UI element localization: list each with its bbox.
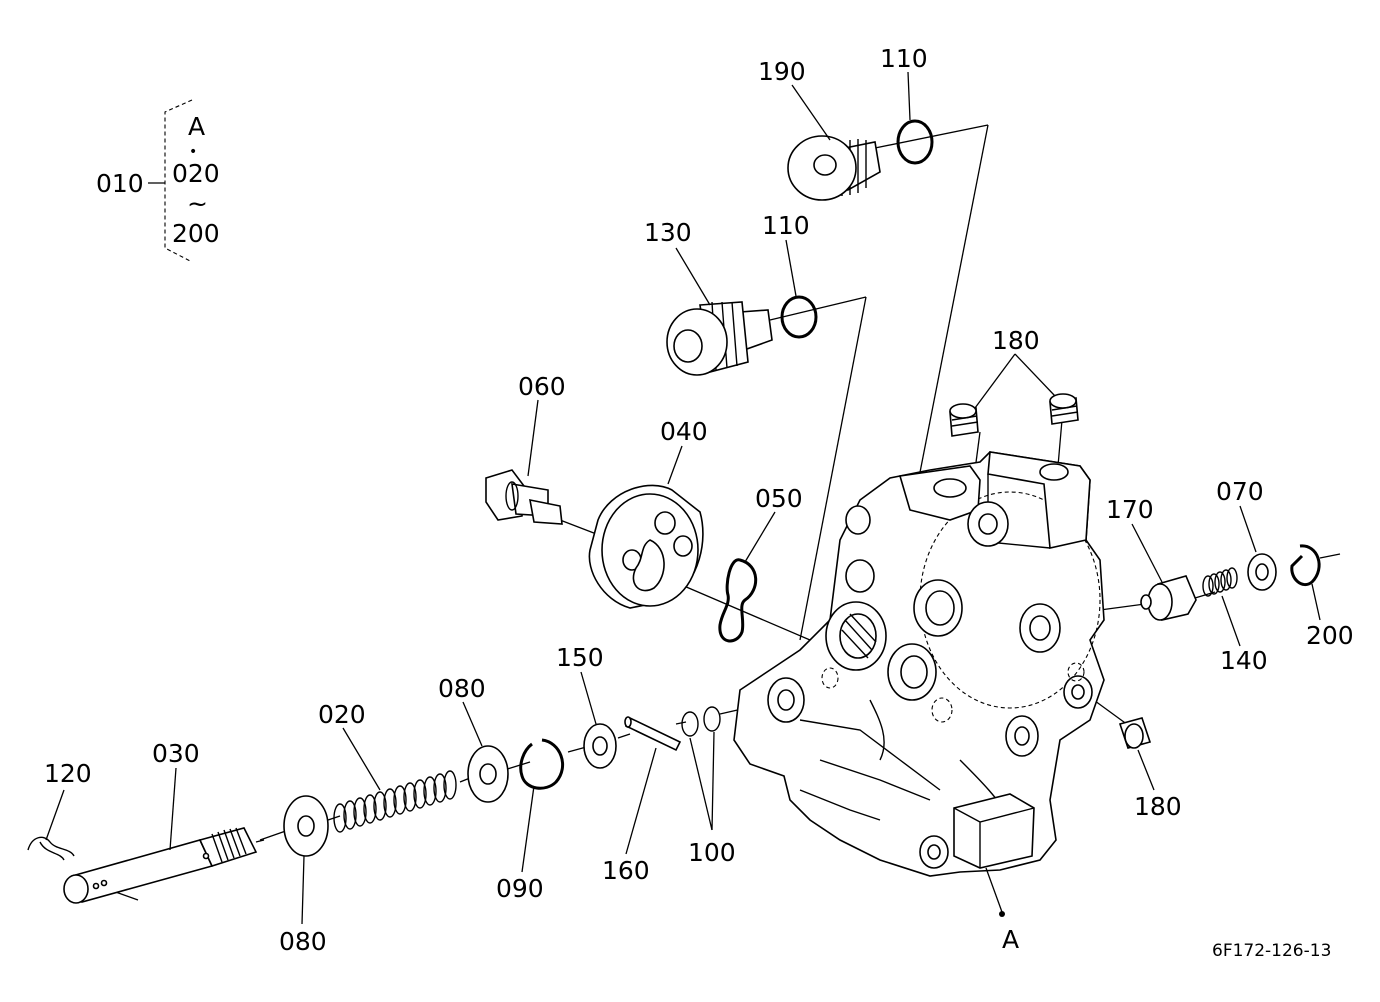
label-120: 120: [44, 759, 92, 788]
label-100: 100: [688, 838, 736, 867]
legend-dot: •: [189, 144, 197, 160]
part-180-screw-right: [1049, 393, 1079, 425]
legend-range-start: A: [188, 112, 205, 141]
label-110-top: 110: [880, 44, 928, 73]
point-a-marker: [999, 911, 1005, 917]
label-180-top: 180: [992, 326, 1040, 355]
part-050-gasket: [718, 558, 758, 643]
part-170-piston: [1140, 575, 1197, 621]
legend-tilde: ~: [187, 189, 208, 218]
part-030-spool: [63, 827, 265, 904]
leader-lines: [45, 71, 1321, 925]
label-050: 050: [755, 484, 803, 513]
part-100-oring-a: [681, 711, 699, 737]
label-060: 060: [518, 372, 566, 401]
label-040: 040: [660, 417, 708, 446]
legend-bracket: [164, 99, 193, 263]
valve-housing: [733, 451, 1105, 877]
label-070: 070: [1216, 477, 1264, 506]
part-100-oring-b: [703, 706, 721, 732]
part-190-plug: [787, 135, 881, 201]
label-180-right: 180: [1134, 792, 1182, 821]
label-080-top: 080: [438, 674, 486, 703]
label-090: 090: [496, 874, 544, 903]
part-080-washer-top: [467, 745, 509, 803]
part-090-snap-ring: [519, 738, 565, 790]
label-030: 030: [152, 739, 200, 768]
part-110-oring-mid: [780, 295, 818, 339]
legend-range-mid: 020: [172, 159, 220, 188]
part-080-washer-bottom: [283, 795, 329, 857]
part-060-bolt: [485, 469, 563, 525]
label-point-a: A: [1002, 925, 1019, 954]
legend-main-part: 010: [96, 169, 144, 198]
part-200-snap-ring: [1290, 544, 1321, 587]
legend-range-end: 200: [172, 219, 220, 248]
part-130-plug: [666, 301, 773, 376]
part-020-spring: [333, 770, 457, 833]
label-130: 130: [644, 218, 692, 247]
label-140: 140: [1220, 646, 1268, 675]
callout-labels: 190 110 130 110 180 060 040 050 170 070 …: [44, 44, 1354, 956]
label-150: 150: [556, 643, 604, 672]
label-080-bottom: 080: [279, 927, 327, 956]
label-190: 190: [758, 57, 806, 86]
label-200: 200: [1306, 621, 1354, 650]
part-070-washer: [1247, 553, 1277, 591]
label-110-mid: 110: [762, 211, 810, 240]
part-150-washer: [583, 723, 617, 769]
part-140-spring: [1202, 567, 1238, 597]
label-020: 020: [318, 700, 366, 729]
label-160: 160: [602, 856, 650, 885]
part-040-disc: [588, 484, 704, 609]
legend-group: 010 A • 020 ~ 200: [96, 99, 220, 263]
part-110-oring-top: [896, 119, 934, 165]
reference-code: 6F172-126-13: [1212, 941, 1331, 961]
part-160-pin: [624, 716, 682, 752]
label-170: 170: [1106, 495, 1154, 524]
part-120-pin: [27, 836, 75, 861]
part-180-screw-lower: [1118, 717, 1152, 749]
assembly-lines: [109, 124, 1341, 901]
part-180-screw-left: [949, 403, 979, 437]
